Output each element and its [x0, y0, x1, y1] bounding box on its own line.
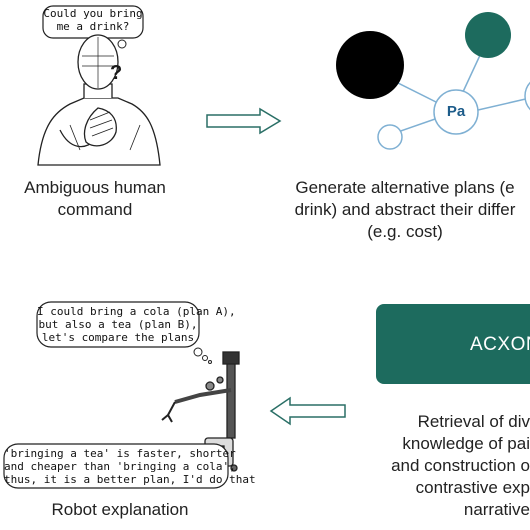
robot-speech-bubble-top	[36, 301, 200, 348]
graph-node-pa	[433, 89, 479, 135]
human-speech-text: Could you bring me a drink?	[43, 7, 143, 33]
graph-node-dark	[336, 31, 404, 99]
graph-node-partial	[524, 81, 530, 111]
thought-dot	[208, 360, 212, 364]
human-figure	[37, 34, 161, 166]
robot-speech-bubble-bottom	[3, 443, 229, 489]
caption-plans: Generate alternative plans (e drink) and…	[294, 178, 516, 241]
question-mark: ?	[110, 62, 123, 84]
plan-node-label: Pa	[446, 103, 466, 120]
caption-robot: Robot explanation	[51, 500, 189, 519]
acxon-label: ACXON	[470, 334, 530, 355]
thought-dot	[117, 39, 127, 49]
arrow-left-icon	[269, 396, 346, 426]
graph-node-accent	[465, 12, 511, 58]
thought-dot	[193, 347, 203, 357]
graph-node-small	[377, 124, 403, 150]
graph-edge	[477, 97, 530, 111]
plan-graph	[336, 12, 530, 150]
thought-dot	[202, 355, 208, 361]
caption-acxon: Retrieval of div knowledge of pai and co…	[391, 412, 530, 519]
robot-speech-top-text: I could bring a cola (plan A), but also …	[37, 305, 236, 344]
robot-speech-bottom-text: 'bringing a tea' is faster, shorter and …	[4, 447, 256, 486]
arrow-right-icon	[206, 107, 282, 135]
caption-human: Ambiguous human command	[24, 178, 166, 219]
acxon-box: ACXON	[376, 304, 530, 384]
